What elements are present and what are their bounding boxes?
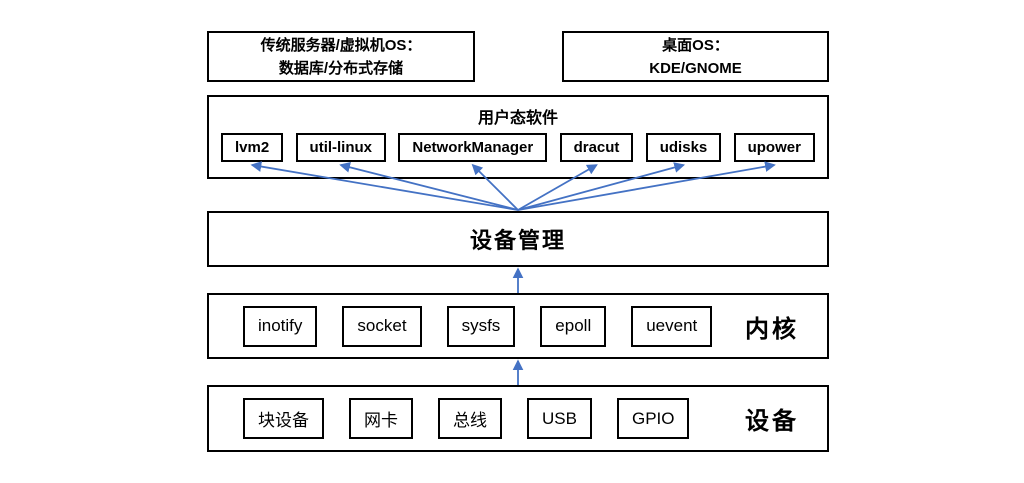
userspace-item: dracut [559, 133, 634, 162]
device-manager-label: 设备管理 [469, 228, 566, 253]
userspace-item: util-linux [295, 133, 387, 162]
server-os-line2: 数据库/分布式存储 [278, 59, 404, 77]
kernel-item: socket [342, 305, 422, 347]
userspace-item: udisks [645, 133, 722, 162]
desktop-os-line2: KDE/GNOME [649, 59, 742, 77]
device-item: 网卡 [349, 398, 413, 439]
device-item: 总线 [438, 398, 502, 439]
kernel-item: inotify [243, 305, 318, 347]
device-item: 块设备 [243, 398, 324, 439]
desktop-os-line1: 桌面OS： [662, 36, 729, 54]
server-os-line1: 传统服务器/虚拟机OS： [260, 36, 422, 54]
userspace-box: 用户态软件 lvm2 util-linux NetworkManager dracut… [207, 95, 829, 179]
device-manager-box: 设备管理 [207, 211, 829, 267]
userspace-title: 用户态软件 [477, 110, 558, 127]
server-os-box: 传统服务器/虚拟机OS： 数据库/分布式存储 [207, 31, 475, 82]
desktop-os-box: 桌面OS： KDE/GNOME [562, 31, 829, 82]
userspace-items-row: lvm2 util-linux NetworkManager dracut udisks… [209, 133, 827, 162]
device-item: USB [527, 398, 592, 439]
userspace-item: upower [733, 133, 815, 162]
kernel-item: uevent [631, 305, 713, 347]
device-item: GPIO [616, 398, 690, 439]
kernel-item: sysfs [446, 305, 516, 347]
userspace-item: lvm2 [221, 133, 284, 162]
userspace-item: NetworkManager [398, 133, 548, 162]
kernel-items-row: inotify socket sysfs epoll uevent [209, 295, 827, 357]
device-items-row: 块设备网卡总线 USB GPIO [209, 387, 827, 450]
kernel-item: epoll [540, 305, 607, 347]
